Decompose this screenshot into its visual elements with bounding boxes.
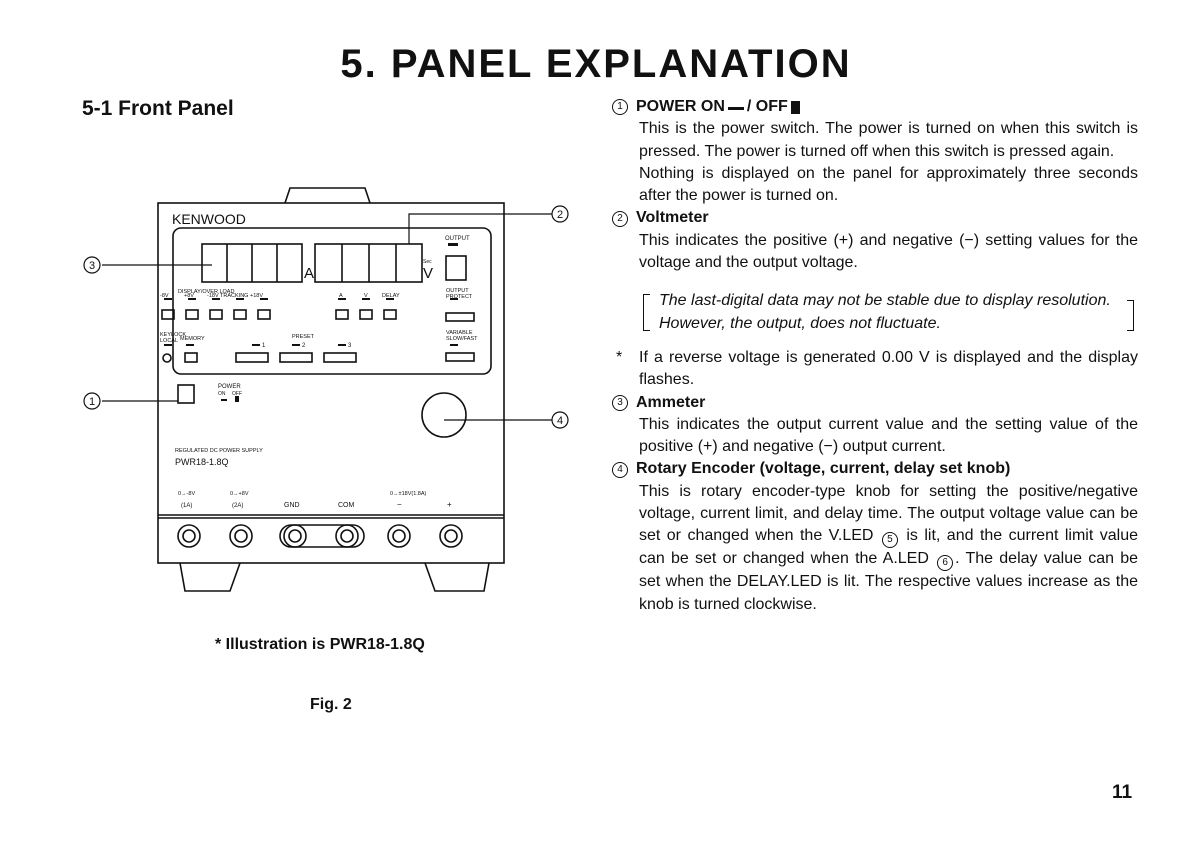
regulated-label: REGULATED DC POWER SUPPLY [175, 448, 263, 454]
callout-4-label: 4 [557, 415, 563, 427]
explanation-column: 1 POWER ON / OFF This is the power switc… [612, 96, 1138, 616]
output-protect-label-2: PROTECT [446, 294, 473, 300]
output-label: OUTPUT [445, 236, 470, 242]
item-title: Rotary Encoder (voltage, current, delay … [636, 460, 1011, 478]
unit-amp: A [304, 265, 314, 282]
btn-v-label: V [364, 293, 368, 299]
gnd-label: GND [284, 502, 300, 509]
front-panel-illustration: 3 1 2 4 KENWOOD A V Sec OUTPUT DISPLAY/O… [83, 187, 569, 592]
power-label: POWER [218, 384, 241, 390]
item-number: 2 [612, 210, 628, 227]
display-over-load-label: DISPLAY/OVER LOAD [178, 289, 234, 295]
terminal-minus: − [397, 500, 402, 509]
callout-2-label: 2 [557, 209, 563, 221]
figure-caption: Fig. 2 [310, 696, 352, 713]
preset-2-label: 2 [302, 343, 306, 349]
terminal-1-current: (1A) [181, 503, 192, 509]
btn-tracking-label: -18V TRACKING +18V [207, 293, 263, 299]
item-text-part: . The delay value can be set when the DE… [639, 550, 1139, 613]
item-power-switch: 1 POWER ON / OFF This is the power switc… [612, 96, 1138, 207]
callout-3-label: 3 [89, 260, 95, 272]
unit-volt: V [423, 265, 433, 282]
page-number: 11 [1112, 782, 1133, 803]
item-voltmeter: 2 Voltmeter This indicates the positive … [612, 207, 1138, 274]
terminal-3-range: 0→±18V(1.8A) [390, 491, 427, 497]
terminal-1-range: 0→-8V [178, 491, 195, 497]
sec-label: Sec [423, 259, 432, 265]
item-text: This indicates the positive (+) and nega… [639, 231, 1138, 272]
item-number: 1 [612, 99, 628, 116]
illustration-note: * Illustration is PWR18-1.8Q [215, 636, 425, 653]
item-text: This is rotary encoder-type knob for set… [612, 481, 1138, 616]
preset-label: PRESET [292, 334, 315, 340]
btn-delay-label: DELAY [382, 293, 400, 299]
btn-plus8-label: +8V [184, 293, 194, 299]
asterisk: * [616, 348, 623, 366]
item-text: Nothing is displayed on the panel for ap… [639, 164, 1138, 205]
terminal-2-range: 0→+8V [230, 491, 249, 497]
item-title: POWER ON [636, 98, 725, 115]
item-text-part: This is rotary encoder-type knob for set… [639, 482, 1138, 545]
item-ammeter: 3 Ammeter This indicates the output curr… [612, 392, 1138, 459]
variable-label: VARIABLE [446, 330, 473, 336]
terminal-2-current: (2A) [232, 503, 243, 509]
item-rotary-encoder: 4 Rotary Encoder (voltage, current, dela… [612, 458, 1138, 615]
btn-a-label: A [339, 293, 343, 299]
output-protect-label-1: OUTPUT [446, 288, 469, 294]
keylock-label: KEYLOCK [160, 332, 186, 338]
reverse-voltage-note: * If a reverse voltage is generated 0.00… [612, 347, 1138, 392]
item-text: This is the power switch. The power is t… [639, 120, 1138, 160]
com-label: COM [338, 502, 355, 509]
item-title: Voltmeter [636, 209, 709, 227]
page-title: 5. PANEL EXPLANATION [340, 42, 852, 86]
section-heading: 5-1 Front Panel [82, 97, 234, 120]
slow-fast-label: SLOW/FAST [446, 336, 478, 342]
power-on-symbol-icon [727, 104, 744, 111]
item-text-part: is lit, and the current limit value can … [639, 527, 1139, 568]
power-off-symbol-icon [790, 100, 800, 114]
memory-label: MEMORY [180, 336, 205, 342]
brand-logo: KENWOOD [172, 211, 246, 227]
item-title: Ammeter [636, 393, 706, 411]
local-label: LOCAL [160, 338, 178, 344]
ref-number: 6 [937, 555, 954, 572]
btn-minus8-label: -8V [160, 293, 169, 299]
model-label: PWR18-1.8Q [175, 457, 229, 467]
power-off-label: OFF [232, 391, 242, 397]
ref-number: 5 [881, 532, 898, 549]
item-number: 4 [612, 461, 628, 478]
callout-1-label: 1 [89, 396, 95, 408]
preset-3-label: 3 [348, 343, 352, 349]
terminal-plus: + [447, 500, 452, 509]
item-number: 3 [612, 394, 628, 411]
preset-1-label: 1 [262, 343, 266, 349]
item-title-suffix: / OFF [746, 98, 788, 115]
item-text: This indicates the output current value … [639, 415, 1138, 456]
display-resolution-note: The last-digital data may not be stable … [639, 290, 1138, 335]
note-text: If a reverse voltage is generated 0.00 V… [639, 348, 1138, 389]
power-on-label: ON [218, 391, 226, 397]
